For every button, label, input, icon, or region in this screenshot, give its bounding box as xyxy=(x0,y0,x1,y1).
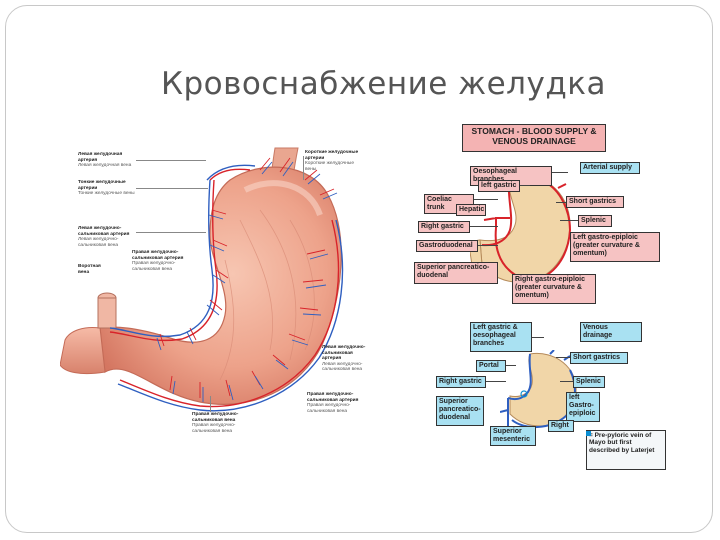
note-prepyloric-text: = Pre-pyloric vein of Mayo but first des… xyxy=(589,432,655,454)
label-short-gastric-sub: Короткие желудочные вены xyxy=(305,161,355,172)
leader-line xyxy=(470,226,498,227)
stomach-body xyxy=(99,166,342,405)
label-splenic-vein: Splenic xyxy=(573,376,605,388)
label-sup-pancreatico-vein: Superior pancreatico-duodenal xyxy=(436,396,484,426)
leader-line xyxy=(478,245,498,246)
label-right-ge-art-sub: Правая желудочно-сальниковая вена xyxy=(132,261,176,272)
leader-line xyxy=(560,220,578,221)
leader-line xyxy=(136,160,206,161)
label-left-gastroepiploic-vein: left Gastro-epiploic xyxy=(566,392,600,422)
label-left-gastroepiploic: Левая желудочно-сальниковая артерия Лева… xyxy=(78,226,136,248)
label-splenic-art: Splenic xyxy=(578,215,612,227)
stomach-illustration xyxy=(60,147,344,412)
note-marker xyxy=(586,431,591,436)
label-thin-gastric: Тонкие желудочные артерии Тонкие желудоч… xyxy=(78,180,136,197)
label-right-ge-bottom-title: Правая желудочно-сальниковая вена xyxy=(192,412,239,423)
label-thin-gastric-sub: Тонкие желудочные вены xyxy=(78,191,135,197)
leader-line xyxy=(136,188,208,189)
label-left-gastroepiploic-title: Левая желудочно-сальниковая артерия xyxy=(78,226,130,237)
leader-line xyxy=(486,381,506,382)
label-left-gastroepiploic-sub: Левая желудочно-сальниковая вена xyxy=(78,237,119,248)
label-sup-pancreatico-art: Superior pancreatico-duodenal xyxy=(414,262,498,284)
label-sup-mesenteric-vein: Superior mesenteric xyxy=(490,426,536,446)
label-left-gastric-title: Левая желудочная артерия xyxy=(78,152,123,163)
label-thin-gastric-title: Тонкие желудочные артерии xyxy=(78,180,126,191)
label-left-gastric-sub: Левая желудочная вена xyxy=(78,163,132,169)
label-right-gastroepiploic-art: Правая желудочно-сальниковая артерия Пра… xyxy=(132,250,190,272)
label-right-ge-bottom: Правая желудочно-сальниковая вена Правая… xyxy=(192,412,262,434)
label-right-gastroepiploic-art: Right gastro-epiploic (greater curvature… xyxy=(512,274,596,304)
label-left-gastroepiploic-art: Left gastro-epiploic (greater curvature … xyxy=(570,232,660,262)
leader-line xyxy=(556,357,570,358)
label-right-ge-art-title: Правая желудочно-сальниковая артерия xyxy=(132,250,184,261)
label-short-gastrics-art: Short gastrics xyxy=(566,196,624,208)
label-right-vein: Right xyxy=(548,420,574,432)
label-short-gastric-title: Короткие желудочные артерии xyxy=(305,150,359,161)
label-left-ge-lower-sub: Левая желудочно-сальниковая вена xyxy=(322,361,363,373)
label-left-gastric-vein: Left gastric & oesophageal branches xyxy=(470,322,532,352)
label-portal-vein-r: Portal xyxy=(476,360,506,372)
label-right-gastric-vein: Right gastric xyxy=(436,376,486,388)
label-short-gastrics-vein: Short gastrics xyxy=(570,352,628,364)
label-left-ge-lower: Левая желудочно-сальниковая артерия Лева… xyxy=(322,345,367,373)
duodenum xyxy=(60,327,106,375)
label-gastroduodenal: Gastroduodenal xyxy=(416,240,478,252)
leader-line xyxy=(520,185,530,186)
note-prepyloric-vein: = Pre-pyloric vein of Mayo but first des… xyxy=(586,430,666,470)
slide-title: Кровоснабжение желудка xyxy=(161,66,606,102)
label-portal-vein: Воротная вена xyxy=(78,264,108,275)
leader-line xyxy=(303,156,304,180)
leader-line xyxy=(506,365,516,366)
label-left-ge-lower-title: Левая желудочно-сальниковая артерия xyxy=(322,345,366,362)
legend-venous-drainage: Venous drainage xyxy=(580,322,642,342)
label-right-ge-lower-sub: Правая желудочно-сальниковая вена xyxy=(307,403,351,414)
label-right-ge-lower-title: Правая желудочно-сальниковая артерия xyxy=(307,392,359,403)
label-right-ge-bottom-sub: Правая желудочно-сальниковая вена xyxy=(192,423,236,434)
leader-line xyxy=(556,202,566,203)
label-portal-vein-title: Воротная вена xyxy=(78,264,101,275)
diagram-heading: STOMACH - BLOOD SUPPLY & VENOUS DRAINAGE xyxy=(462,124,606,152)
label-hepatic: Hepatic xyxy=(456,204,486,216)
leader-line xyxy=(210,396,211,412)
label-short-gastric: Короткие желудочные артерии Короткие жел… xyxy=(305,150,363,172)
label-left-gastric: Левая желудочная артерия Левая желудочна… xyxy=(78,152,136,169)
label-right-ge-lower: Правая желудочно-сальниковая артерия Пра… xyxy=(307,392,367,414)
label-right-gastric-art: Right gastric xyxy=(418,221,470,233)
slide-frame: Кровоснабжение желудка xyxy=(5,5,713,533)
legend-arterial-supply: Arterial supply xyxy=(580,162,640,174)
leader-line xyxy=(136,232,206,233)
leader-line xyxy=(552,172,568,173)
leader-line xyxy=(474,199,498,200)
label-left-gastric-art: left gastric xyxy=(478,180,520,192)
leader-line xyxy=(532,337,544,338)
leader-line xyxy=(560,381,573,382)
